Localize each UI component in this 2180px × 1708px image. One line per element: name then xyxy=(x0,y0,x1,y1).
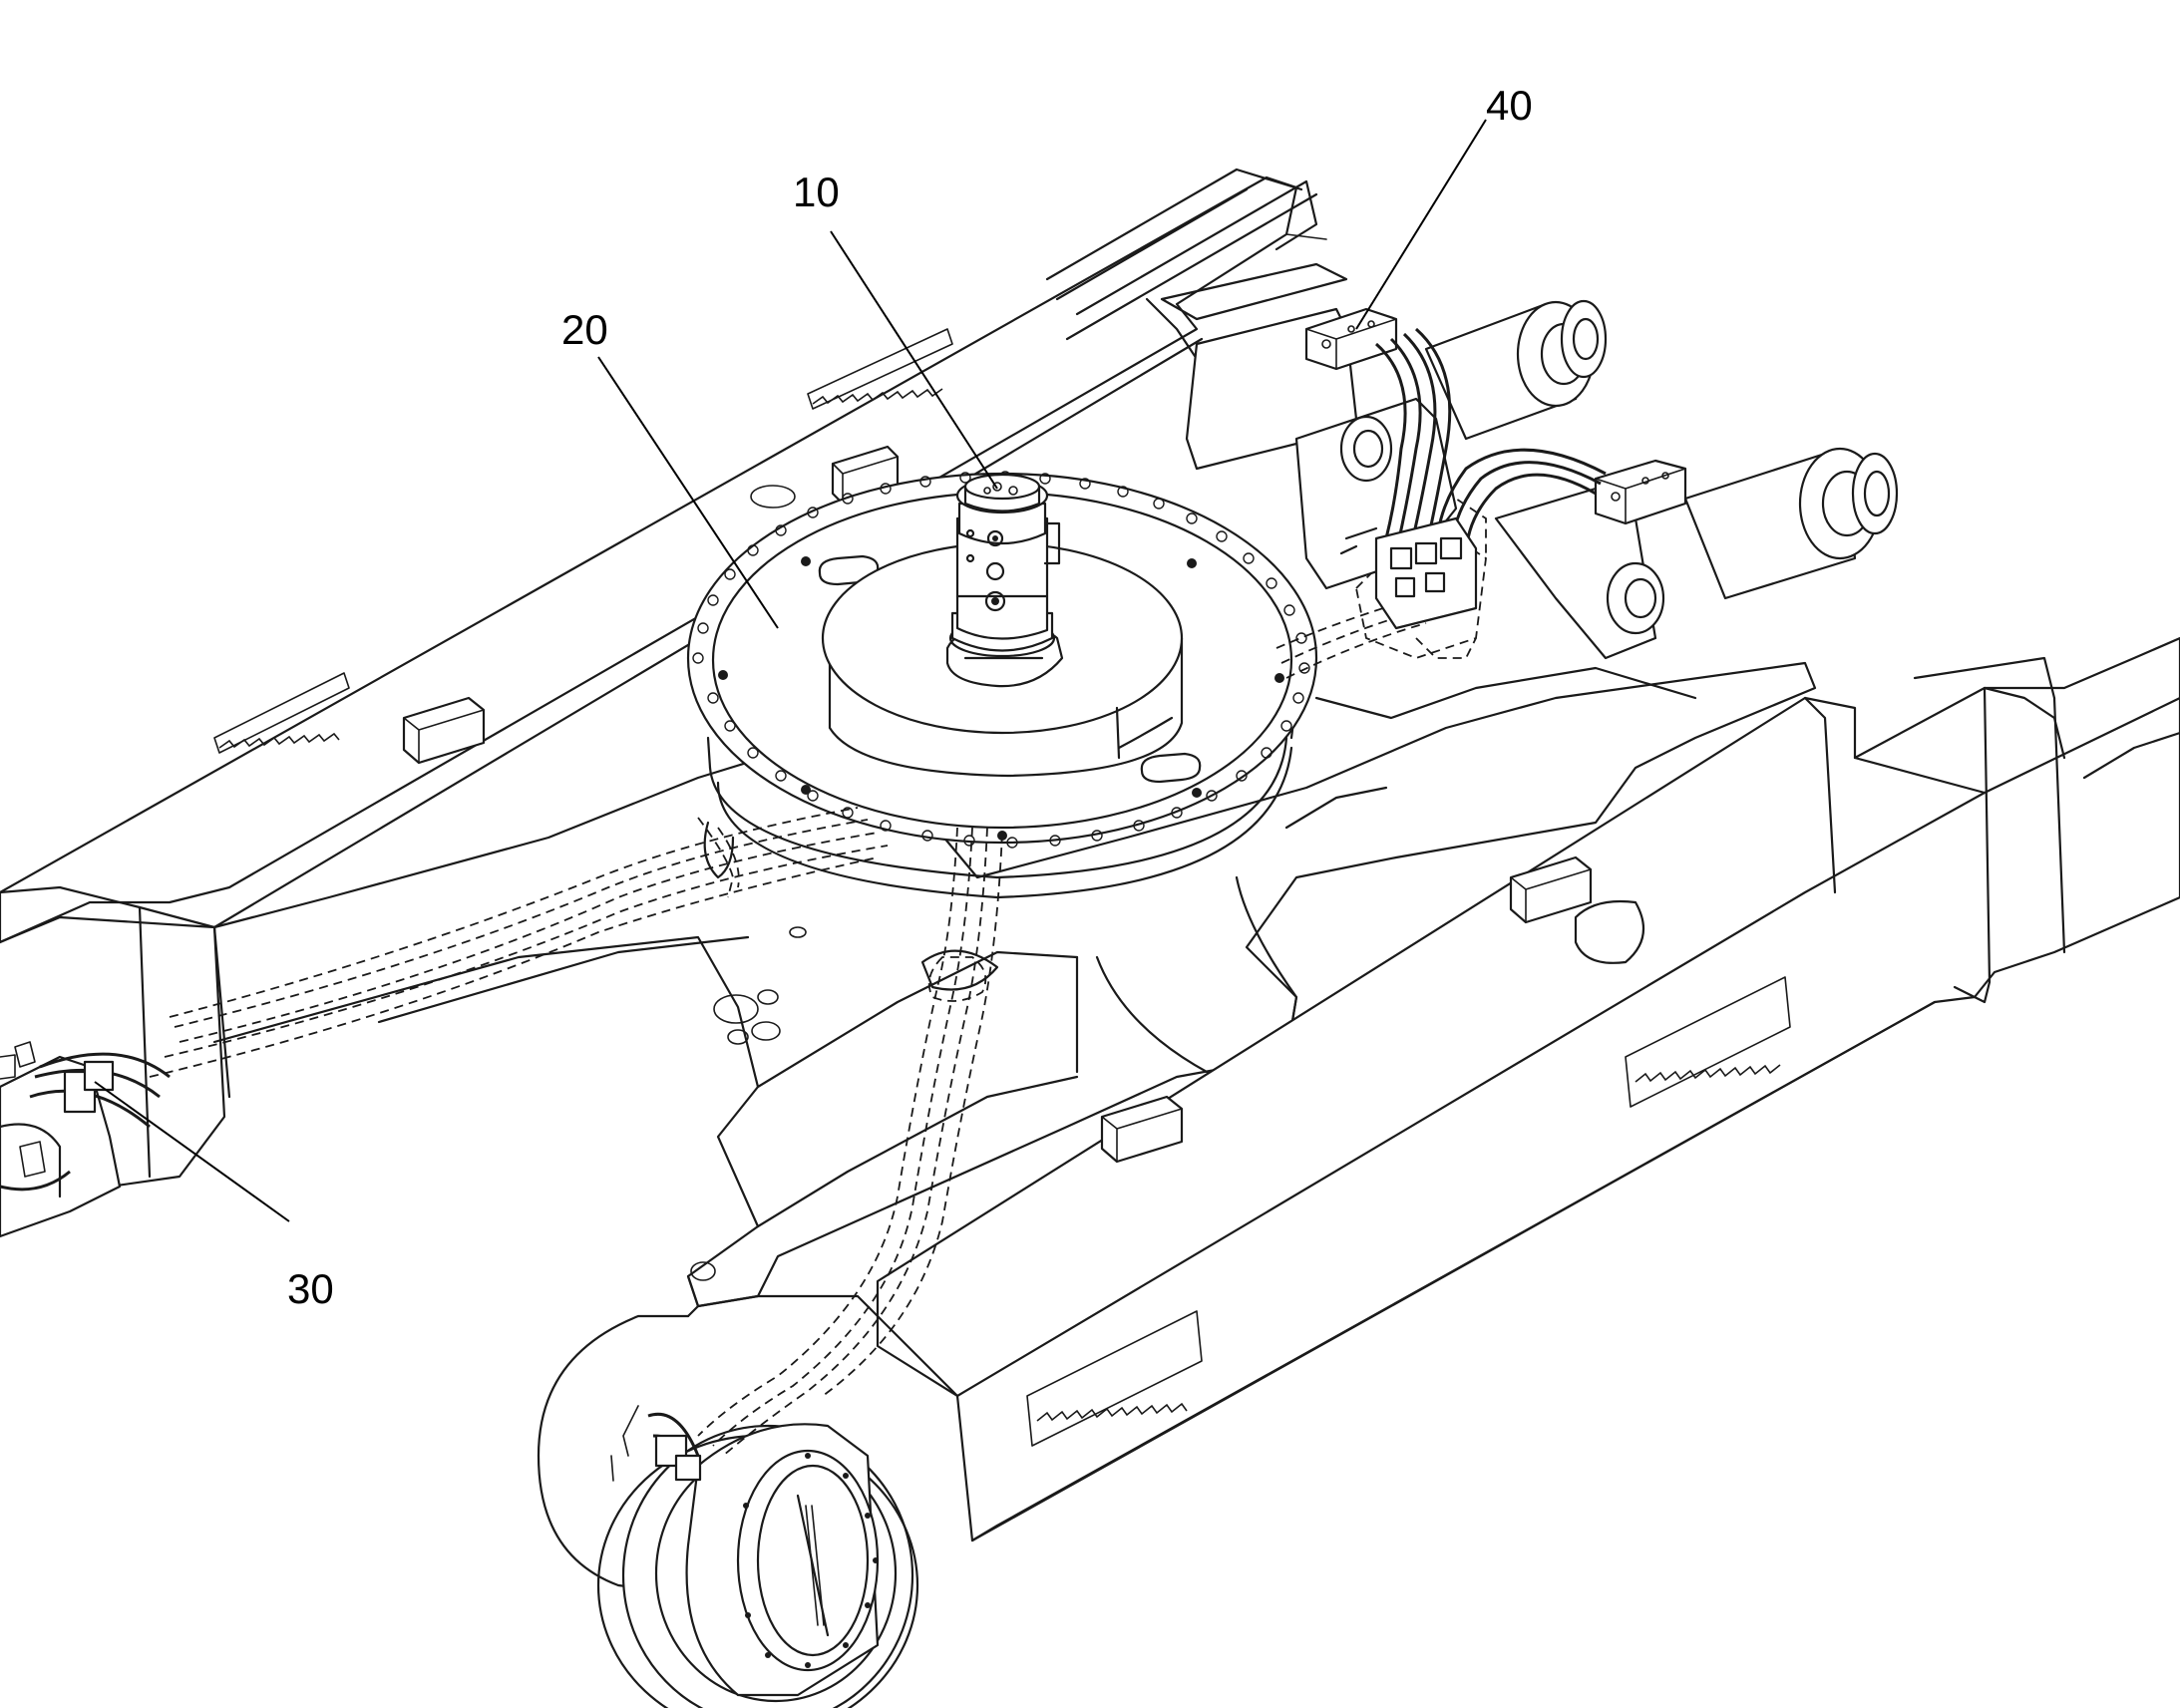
callout-40: 40 xyxy=(1486,82,1533,129)
final-drive xyxy=(596,1405,919,1708)
callout-20: 20 xyxy=(561,306,608,353)
rotary-joint xyxy=(945,473,1064,688)
left-travel-motor xyxy=(0,1041,171,1238)
bearing-bolt-holes xyxy=(692,471,1310,849)
callout-10: 10 xyxy=(793,169,840,215)
leader-lines xyxy=(94,119,1487,1222)
callout-30: 30 xyxy=(287,1265,334,1312)
cylinders-and-valves xyxy=(1185,299,1899,660)
hidden-hose-routing xyxy=(149,497,1487,1457)
right-track-frame xyxy=(537,636,2180,1597)
